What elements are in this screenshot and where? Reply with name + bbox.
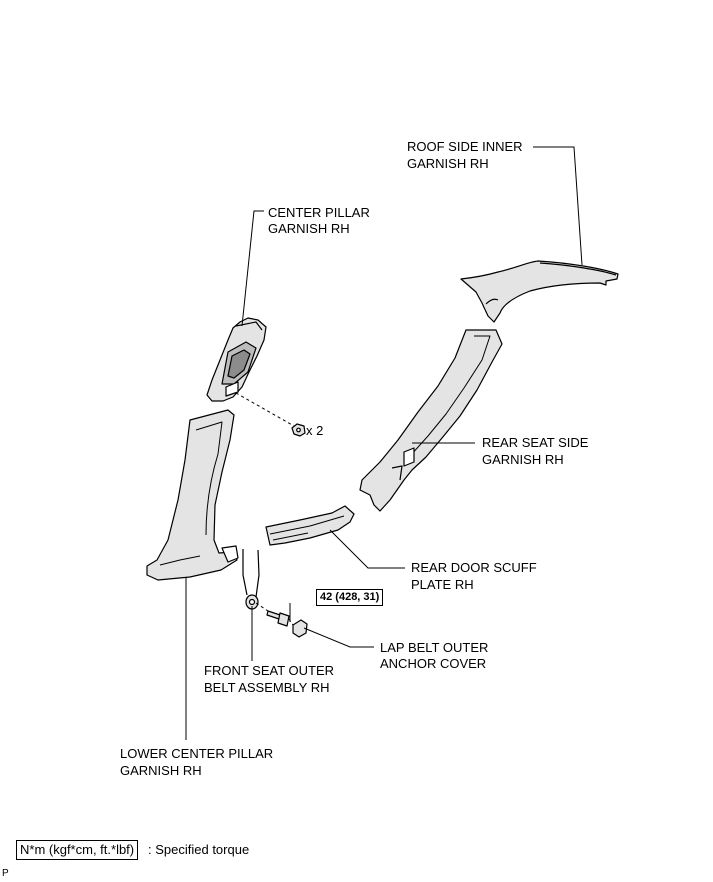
rear-seat-side-garnish-label-line1: REAR SEAT SIDE (482, 435, 589, 450)
torque-unit-legend-box: N*m (kgf*cm, ft.*lbf) (16, 840, 139, 860)
lap-belt-anchor-cover-label-line1: LAP BELT OUTER (380, 640, 489, 655)
lap-belt-anchor-cover-part (292, 619, 308, 638)
rear-seat-side-garnish-part (359, 329, 503, 512)
torque-spec-box: 42 (428, 31) (316, 589, 384, 606)
torque-legend-description: : Specified torque (148, 842, 250, 857)
roof-side-inner-garnish-label-line1: ROOF SIDE INNER (407, 139, 523, 154)
roof-side-inner-garnish-label-line2: GARNISH RH (407, 156, 489, 171)
lap-belt-anchor-cover-label-line2: ANCHOR COVER (380, 656, 487, 671)
center-pillar-garnish-label-line2: GARNISH RH (268, 221, 350, 236)
bolt-assembly-line-1 (255, 602, 269, 612)
lower-center-pillar-garnish-label-line1: LOWER CENTER PILLAR (120, 746, 274, 761)
leader-rear-door-scuff (329, 529, 405, 569)
rear-door-scuff-plate-label-line1: REAR DOOR SCUFF (411, 560, 537, 575)
clip-assembly-line (235, 392, 295, 427)
center-pillar-garnish-label-line1: CENTER PILLAR (268, 205, 370, 220)
lower-center-pillar-garnish-part (146, 409, 239, 581)
roof-side-inner-garnish-part (460, 260, 619, 323)
center-pillar-garnish-part (206, 317, 267, 402)
rear-door-scuff-plate-part (265, 505, 355, 546)
front-seat-belt-label-line2: BELT ASSEMBLY RH (204, 680, 330, 695)
rear-door-scuff-plate-label-line2: PLATE RH (411, 577, 474, 592)
leader-lap-belt-cover (303, 627, 374, 648)
front-seat-belt-part (242, 549, 260, 610)
front-seat-belt-label-line1: FRONT SEAT OUTER (204, 663, 335, 678)
figure-code: P (2, 868, 9, 879)
lower-center-pillar-garnish-label-line2: GARNISH RH (120, 763, 202, 778)
leader-roof-side-inner (533, 146, 583, 266)
leader-center-pillar (241, 210, 264, 327)
bolt-part (266, 610, 290, 627)
rear-seat-side-garnish-label-line2: GARNISH RH (482, 452, 564, 467)
clip-quantity-label: x 2 (306, 423, 324, 438)
clip-part (291, 423, 306, 437)
